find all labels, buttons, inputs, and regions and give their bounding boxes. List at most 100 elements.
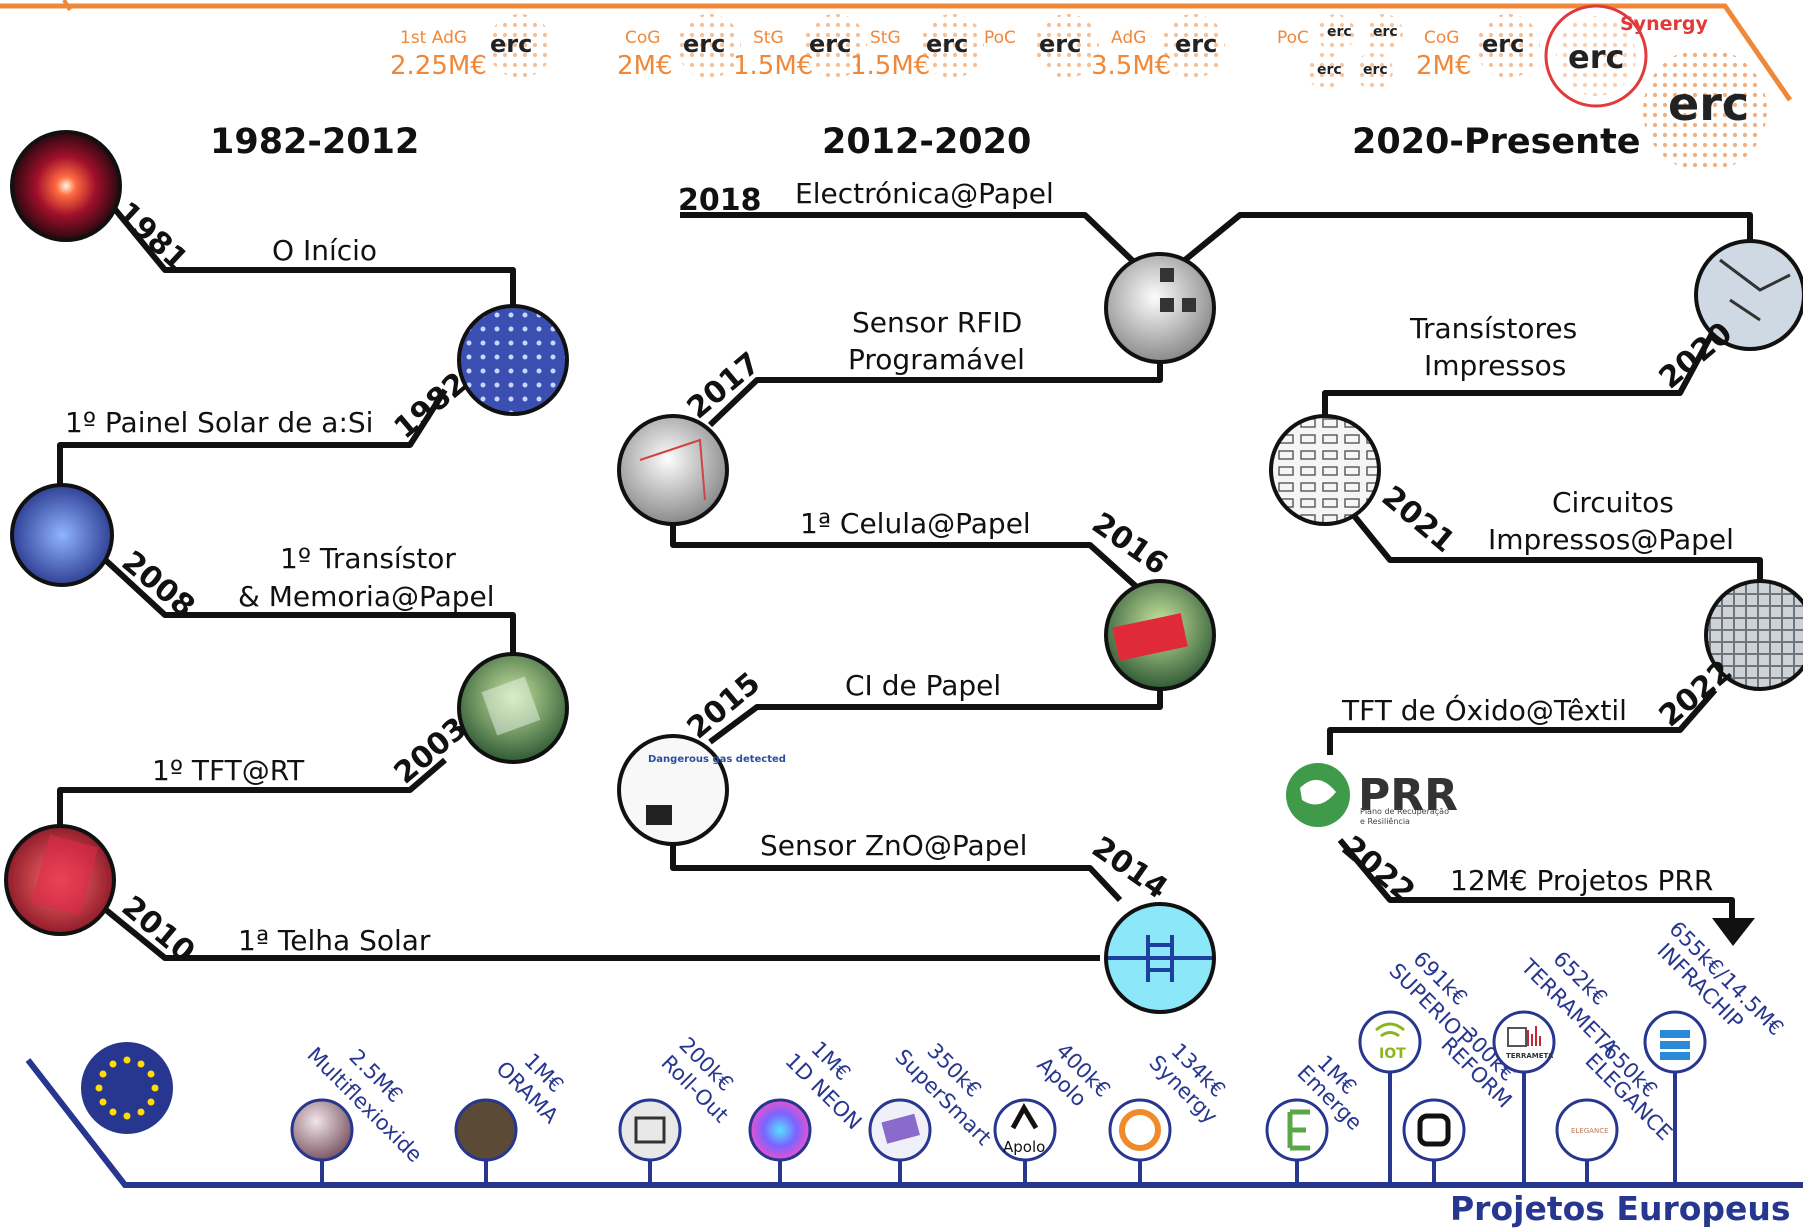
superiot-logo-text: IOT (1379, 1046, 1406, 1062)
prr-subtitle: Plano de Recuperação (1360, 807, 1449, 816)
event-label: Transístores (1409, 312, 1577, 345)
erc-dots-icon (1317, 14, 1355, 52)
erc-grant-strip: 1st AdG 2.25M€ erc CoG 2M€ erc StG 1.5M€… (390, 4, 1767, 172)
event-2016: 2016 1ª Celula@Papel (800, 506, 1216, 691)
eu-project-apolo: Apolo 400k€ Apolo (993, 1039, 1115, 1185)
erc-logo-text: erc (1668, 77, 1749, 131)
erc-logo-text: erc (490, 30, 532, 58)
erc-grant-type: CoG (625, 28, 660, 48)
top-frame-hook (62, 0, 72, 12)
event-label: Sensor ZnO@Papel (760, 829, 1027, 862)
synergy-logo-icon (1108, 1098, 1172, 1162)
erc-dots-icon (1365, 14, 1403, 52)
apolo-logo-mark (1010, 1102, 1039, 1130)
erc-grant-type: StG (870, 28, 901, 48)
erc-dots-icon (803, 14, 867, 78)
erc-grant-type: CoG (1424, 28, 1459, 48)
orama-photo (454, 1098, 518, 1162)
terrameta-signal-shape (1527, 1026, 1541, 1046)
printed-circuit-board-photo (1694, 239, 1803, 351)
event-label: Programável (848, 343, 1025, 376)
erc-grant: CoG 2M€ erc (617, 14, 741, 81)
event-label: 1ª Celula@Papel (800, 507, 1031, 540)
erc-grant-cluster: PoC erc erc erc erc (1277, 14, 1403, 90)
rfid-trace-shape (639, 438, 706, 501)
erc-grant-amount: 1.5M€ (733, 51, 813, 81)
event-label: 1º Painel Solar de a:Si (65, 406, 373, 439)
erc-logo-text: erc (1482, 30, 1524, 58)
erc-grant-amount: 2M€ (617, 51, 673, 81)
apolo-logo-text: Apolo (1003, 1138, 1045, 1156)
erc-dots-icon (1307, 52, 1345, 90)
prr-emblem-map (1300, 779, 1336, 805)
erc-grant-amount: 2M€ (1416, 51, 1472, 81)
chip-shape (1182, 298, 1196, 312)
event-label: & Memoria@Papel (238, 580, 495, 613)
eu-project-1d-neon: 1M€ 1D NEON (748, 1037, 866, 1185)
eu-project-infrachip: 655k€/14.5M€ INFRACHIP (1643, 917, 1788, 1185)
event-2020: 2020 Transístores Impressos (1409, 239, 1803, 396)
eu-project-orama: 1M€ ORAMA (454, 1049, 568, 1185)
bright-red-star-photo (10, 130, 122, 242)
event-2008: 2008 1º Transístor & Memoria@Papel (10, 483, 495, 625)
erc-grant: CoG 2M€ erc (1416, 14, 1540, 81)
erc-grant: PoC erc (984, 14, 1099, 78)
emerge-logo-mark (1287, 1109, 1310, 1151)
erc-synergy-badge: erc Synergy (1544, 4, 1708, 108)
multiflexioxide-photo (290, 1098, 354, 1162)
year-label: 2018 (678, 183, 762, 218)
wifi-icon (1375, 1022, 1405, 1038)
erc-dots-icon (1476, 14, 1540, 78)
event-label: CI de Papel (845, 669, 1001, 702)
erc-dots-icon (488, 14, 552, 78)
event-label: TFT de Óxido@Têxtil (1341, 693, 1627, 727)
elegance-logo-text: ELEGANCE (1571, 1127, 1609, 1135)
timeline-path-col2 (670, 212, 1163, 903)
timeline-path-col3 (1183, 212, 1763, 918)
erc-logo-text: erc (1317, 62, 1342, 78)
event-2017: 2017 Sensor RFID Programável (617, 306, 1025, 526)
elegance-logo-icon (1555, 1098, 1619, 1162)
terrameta-logo-icon (1492, 1010, 1556, 1074)
year-label: 2016 (1085, 506, 1173, 583)
erc-dots-icon (920, 14, 984, 78)
event-label: Impressos (1424, 349, 1566, 382)
reform-logo-icon (1402, 1098, 1466, 1162)
event-2018: 2018 Electrónica@Papel (678, 177, 1216, 364)
year-label: 2014 (1085, 830, 1173, 907)
erc-dots-icon (1556, 16, 1636, 96)
erc-grant-amount: 3.5M€ (1091, 51, 1171, 81)
chip-layer-shape (1660, 1052, 1690, 1060)
supersmart-device-shape (881, 1113, 920, 1144)
eu-baseline (25, 1058, 1803, 1188)
erc-logo-text: erc (926, 30, 968, 58)
year-label: 2020 (1653, 316, 1739, 396)
top-frame-line (0, 3, 1793, 102)
erc-dots-icon (1161, 14, 1225, 78)
event-label: 1ª Telha Solar (238, 924, 431, 957)
prr-logo: PRR Plano de Recuperação e Resiliência (1286, 763, 1458, 827)
year-label: 1982 (388, 366, 474, 446)
eu-project-multiflexioxide: 2.5M€ Multiflexioxide (290, 1043, 427, 1185)
erc-grant-amount: 1.5M€ (850, 51, 930, 81)
event-label: Electrónica@Papel (795, 177, 1054, 210)
event-2003: 2003 1º TFT@RT (152, 652, 569, 791)
eu-section-title: Projetos Europeus (1450, 1189, 1791, 1228)
terrameta-grid-shape (1507, 1027, 1527, 1047)
erc-dots-icon (1643, 48, 1767, 172)
era-title: 2012-2020 (822, 122, 1031, 162)
erc-logo-text: erc (1568, 38, 1624, 76)
sensor-chip-shape (646, 805, 672, 825)
event-label: 1º TFT@RT (152, 754, 305, 787)
terrameta-logo-text: TERRAMETA (1506, 1052, 1554, 1060)
year-label: 2003 (388, 711, 474, 791)
era-title: 1982-2012 (210, 122, 419, 162)
synergy-logo-ring (1119, 1109, 1161, 1151)
1d-neon-photo (748, 1098, 812, 1162)
erc-grant: StG 1.5M€ erc (733, 14, 867, 81)
event-2014: 2014 Sensor ZnO@Papel (760, 829, 1216, 1014)
year-label: 1981 (110, 195, 195, 278)
comb-electrode-shape (1146, 935, 1174, 982)
erc-main-logo: erc (1643, 48, 1767, 172)
